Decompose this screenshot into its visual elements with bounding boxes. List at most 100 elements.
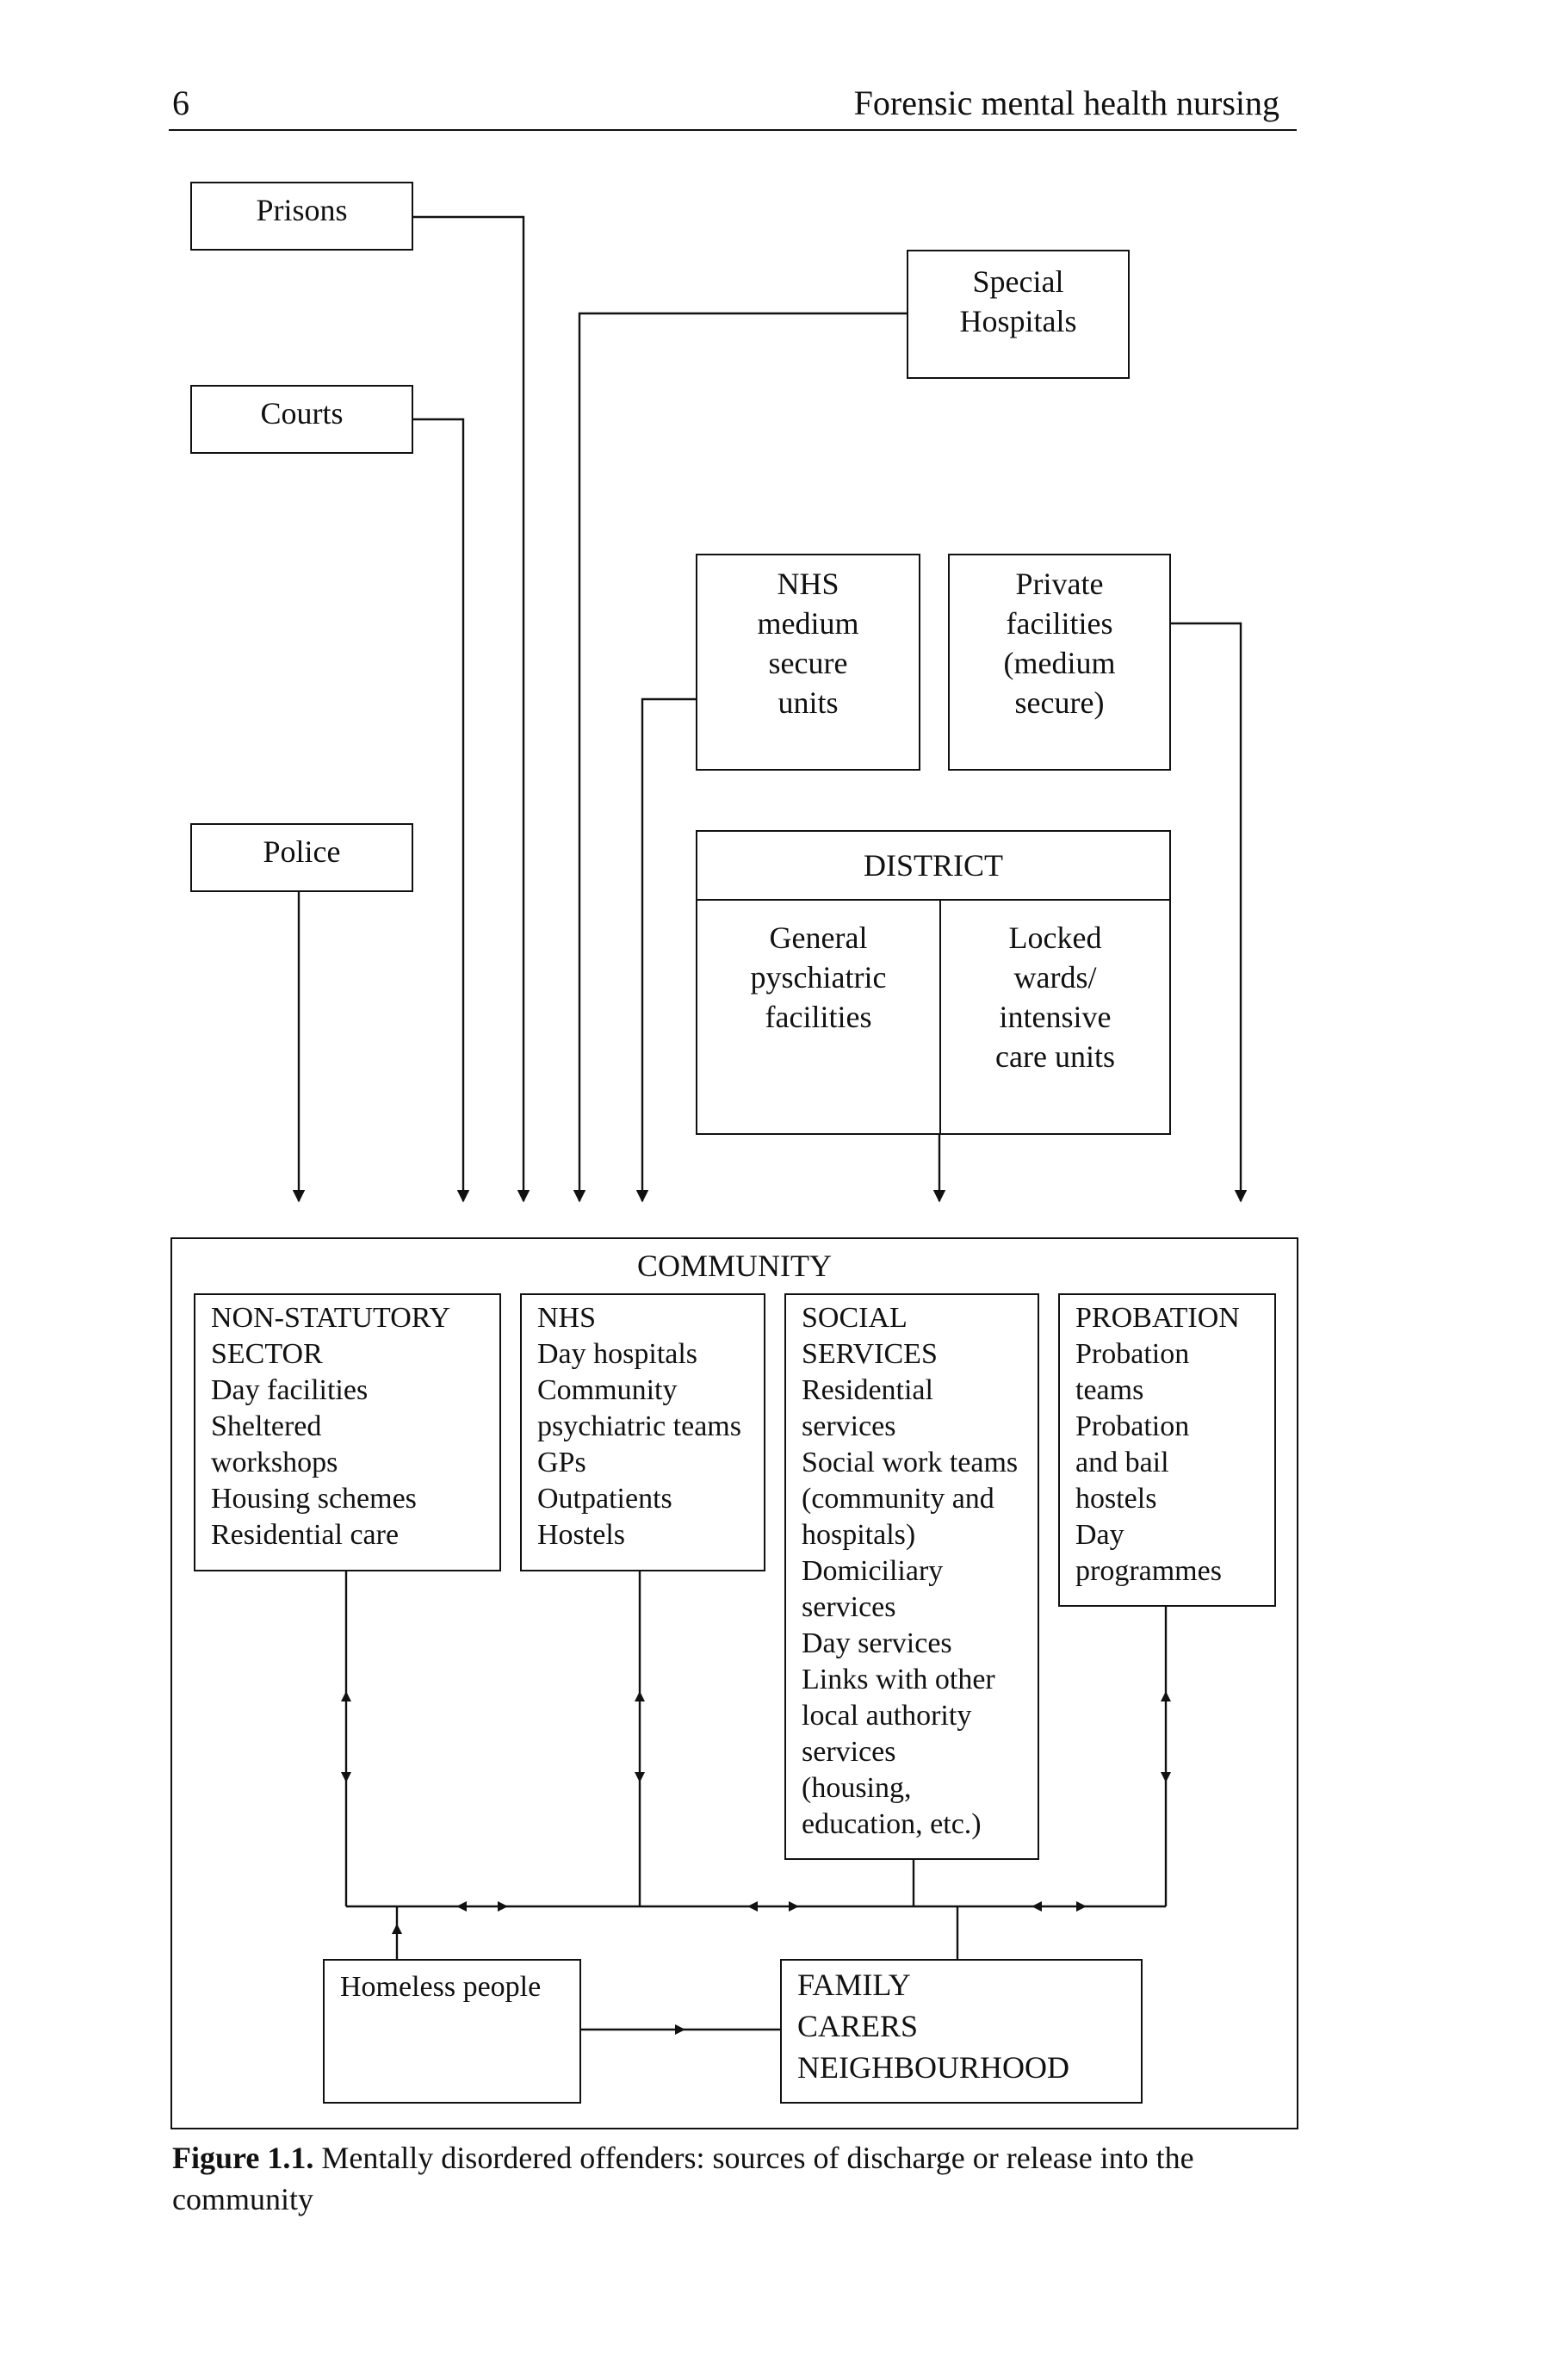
non-statutory-line-1: NON-STATUTORY: [211, 1302, 451, 1334]
district-locked-line-1: Locked: [1008, 920, 1102, 955]
community-box: COMMUNITY: [170, 1237, 1298, 2129]
nhs-community-box: NHS Day hospitals Community psychiatric …: [520, 1293, 765, 1571]
special-hospitals-connector: [573, 312, 907, 1203]
special-hospitals-box: Special Hospitals: [907, 250, 1130, 379]
family-line-1: FAMILY: [797, 1968, 911, 2002]
probation-line-5: and bail: [1075, 1447, 1169, 1478]
social-line-10: Day services: [802, 1627, 952, 1659]
private-connector: [1171, 622, 1248, 1203]
homeless-to-family-arrow: [675, 2024, 685, 2035]
district-divider: [939, 899, 941, 1133]
police-box: Police: [190, 823, 413, 892]
district-general-line-3: facilities: [765, 1000, 872, 1034]
social-line-14: (housing,: [802, 1772, 912, 1804]
nhs-msu-line-4: units: [778, 685, 839, 720]
district-box: DISTRICT General pyschiatric facilities …: [696, 830, 1171, 1135]
bus-arrow-left-1: [456, 1901, 467, 1912]
non-statutory-box: NON-STATUTORY SECTOR Day facilities Shel…: [194, 1293, 501, 1571]
nhs-msu-line-3: secure: [768, 646, 848, 680]
prisons-box: Prisons: [190, 182, 413, 251]
district-locked: Locked wards/ intensive care units: [941, 918, 1169, 1076]
probation-line-4: Probation: [1075, 1410, 1190, 1442]
social-line-2: SERVICES: [802, 1338, 938, 1370]
bus-arrow-right-3: [1076, 1901, 1087, 1912]
nhs-line-2: Day hospitals: [537, 1338, 698, 1370]
social-line-9: services: [802, 1591, 896, 1623]
bus-arrow-left-2: [747, 1901, 758, 1912]
prisons-connector: [413, 215, 530, 1203]
non-statutory-line-4: Sheltered: [211, 1410, 322, 1442]
bus-arrow-right-1: [498, 1901, 508, 1912]
district-title-text: DISTRICT: [864, 848, 1003, 883]
homeless-box: Homeless people: [323, 1959, 581, 2104]
homeless-label: Homeless people: [340, 1971, 542, 2003]
nhs-line-4: psychiatric teams: [537, 1410, 741, 1442]
courts-connector: [413, 418, 470, 1203]
social-line-3: Residential: [802, 1374, 933, 1406]
social-line-7: hospitals): [802, 1519, 916, 1551]
nhs-line-5: GPs: [537, 1447, 586, 1478]
nhs-msu-line-2: medium: [757, 606, 859, 641]
nhs-msu-line-1: NHS: [777, 567, 839, 601]
district-locked-line-3: intensive: [999, 1000, 1112, 1034]
nhs-line-7: Hostels: [537, 1519, 625, 1551]
social-line-6: (community and: [802, 1483, 994, 1515]
private-line-2: facilities: [1006, 606, 1113, 641]
family-box: FAMILY CARERS NEIGHBOURHOOD: [780, 1959, 1143, 2104]
district-locked-line-2: wards/: [1013, 960, 1097, 995]
nhs-msu-connector: [635, 697, 696, 1203]
non-statutory-line-3: Day facilities: [211, 1374, 369, 1406]
figure-caption-text: Mentally disordered offenders: sources o…: [172, 2141, 1194, 2216]
figure-caption: Figure 1.1. Mentally disordered offender…: [172, 2137, 1300, 2220]
social-line-12: local authority: [802, 1700, 972, 1732]
page-number: 6: [172, 84, 189, 122]
non-statutory-up-arrow: [341, 1691, 351, 1701]
private-line-3: (medium: [1003, 646, 1116, 680]
district-locked-line-4: care units: [995, 1039, 1115, 1074]
nhs-line-6: Outpatients: [537, 1483, 672, 1515]
probation-line-8: programmes: [1075, 1555, 1222, 1587]
social-line-11: Links with other: [802, 1664, 995, 1695]
family-line-2: CARERS: [797, 2009, 919, 2043]
prisons-label: Prisons: [256, 193, 348, 227]
social-services-box: SOCIAL SERVICES Residential services Soc…: [784, 1293, 1039, 1860]
bus-arrow-right-2: [789, 1901, 799, 1912]
nhs-down-arrow: [635, 1772, 645, 1782]
non-statutory-line-2: SECTOR: [211, 1338, 323, 1370]
social-line-5: Social work teams: [802, 1447, 1019, 1478]
non-statutory-line-6: Housing schemes: [211, 1483, 417, 1515]
figure-label: Figure 1.1.: [172, 2141, 314, 2175]
district-general-line-2: pyschiatric: [750, 960, 887, 995]
family-line-3: NEIGHBOURHOOD: [797, 2050, 1069, 2085]
special-hospitals-line-2: Hospitals: [959, 304, 1077, 338]
courts-label: Courts: [260, 396, 344, 431]
social-line-8: Domiciliary: [802, 1555, 944, 1587]
nhs-up-arrow: [635, 1691, 645, 1701]
private-line-1: Private: [1015, 567, 1104, 601]
homeless-up-arrow: [392, 1924, 402, 1934]
header-rule: [169, 129, 1297, 131]
private-facilities-box: Private facilities (medium secure): [948, 554, 1171, 771]
district-general: General pyschiatric facilities: [697, 918, 939, 1037]
social-line-1: SOCIAL: [802, 1302, 908, 1334]
non-statutory-down-arrow: [341, 1772, 351, 1782]
running-title: Forensic mental health nursing: [853, 84, 1279, 122]
probation-line-1: PROBATION: [1075, 1302, 1240, 1334]
social-line-13: services: [802, 1736, 896, 1768]
social-line-15: education, etc.): [802, 1808, 982, 1840]
probation-line-2: Probation: [1075, 1338, 1190, 1370]
district-general-line-1: General: [769, 920, 868, 955]
nhs-line-3: Community: [537, 1374, 678, 1406]
social-line-4: services: [802, 1410, 896, 1442]
non-statutory-line-7: Residential care: [211, 1519, 400, 1551]
nhs-msu-box: NHS medium secure units: [696, 554, 920, 771]
nhs-line-1: NHS: [537, 1302, 597, 1334]
community-title: COMMUNITY: [636, 1249, 832, 1283]
courts-box: Courts: [190, 385, 413, 454]
probation-line-7: Day: [1075, 1519, 1124, 1551]
probation-box: PROBATION Probation teams Probation and …: [1058, 1293, 1276, 1607]
probation-line-3: teams: [1075, 1374, 1144, 1406]
private-line-4: secure): [1014, 685, 1105, 720]
probation-down-arrow: [1161, 1772, 1171, 1782]
